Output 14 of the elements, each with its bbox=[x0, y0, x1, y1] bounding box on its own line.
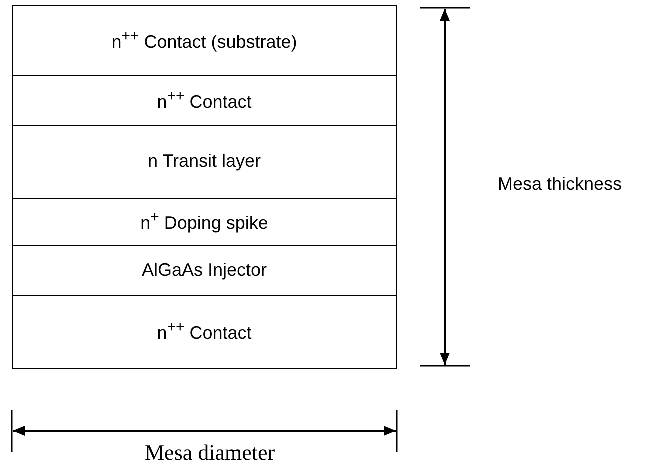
layer-label: n$^{++}$ Contact (substrate) bbox=[112, 28, 298, 53]
dimension-label: Mesa diameter bbox=[145, 440, 276, 466]
layer-box bbox=[12, 5, 397, 76]
layer-box bbox=[12, 295, 397, 369]
layer-label: n$^{++}$ Contact bbox=[157, 88, 252, 112]
layer-box bbox=[12, 125, 397, 199]
layer-box bbox=[12, 75, 397, 126]
layer-label: n$^{+}$ Doping spike bbox=[140, 209, 268, 234]
layer-label: AlGaAs Injector bbox=[142, 260, 268, 280]
layer-box bbox=[12, 245, 397, 296]
dimension-label: Mesa thickness bbox=[498, 174, 622, 195]
layer-label: n$^{++}$ Contact bbox=[157, 319, 252, 344]
layer-box bbox=[12, 198, 397, 246]
layer-label: n Transit layer bbox=[148, 151, 262, 172]
